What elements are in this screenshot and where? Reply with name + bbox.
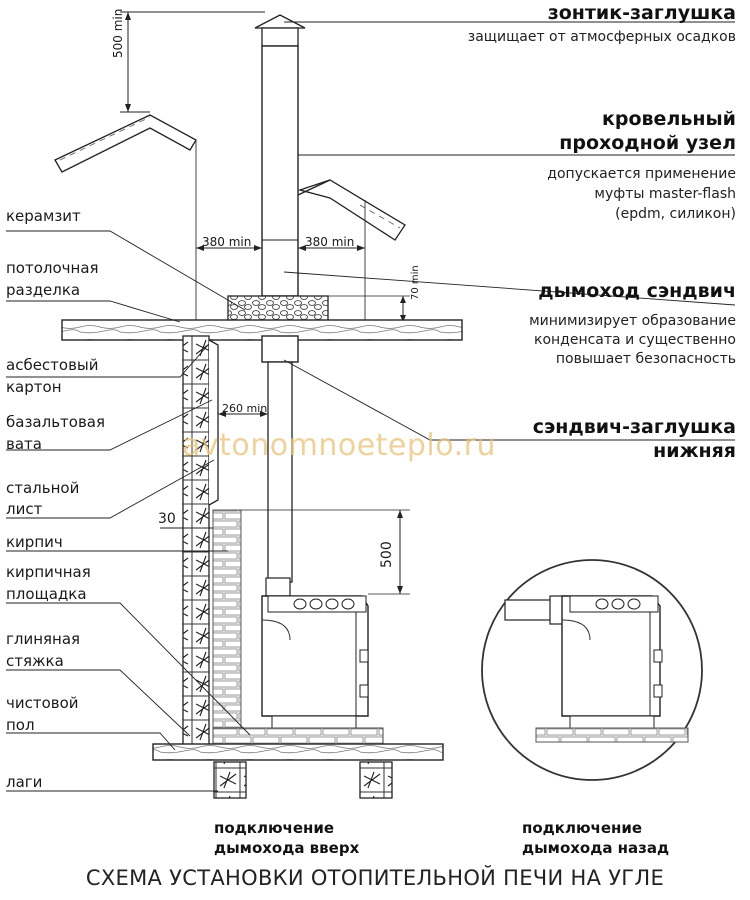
- dim-380-min-left: [196, 245, 262, 251]
- label-brick-platform-1: кирпичная: [6, 563, 91, 581]
- label-asbestos-1: асбестовый: [6, 356, 99, 374]
- right-leader-lines: [283, 21, 736, 441]
- header-roof-node-2: проходной узел: [559, 132, 736, 154]
- caption-back-2: дымохода назад: [522, 839, 670, 857]
- label-finish-floor-1: чистовой: [6, 694, 79, 712]
- roof-right: [297, 179, 406, 241]
- label-asbestos-2: картон: [6, 378, 62, 396]
- caption-up-2: дымохода вверх: [214, 839, 360, 857]
- diagram-title: СХЕМА УСТАНОВКИ ОТОПИТЕЛЬНОЙ ПЕЧИ НА УГЛ…: [85, 866, 665, 890]
- brick-platform: [212, 727, 384, 745]
- label-clay-screed-2: стяжка: [6, 652, 64, 670]
- label-clay-screed-1: глиняная: [6, 630, 81, 648]
- label-ceiling-separation-2: разделка: [6, 281, 81, 299]
- desc-roof-node-1: допускается применение: [547, 166, 736, 182]
- desc-sandwich-1: минимизирует образование: [529, 313, 736, 329]
- label-steel-1: стальной: [6, 479, 80, 497]
- desc-roof-node-2: муфты master-flash: [594, 186, 736, 202]
- header-cap: зонтик-заглушка: [547, 2, 736, 24]
- label-finish-floor-2: пол: [6, 716, 35, 734]
- roof-flashing: [297, 179, 331, 196]
- chimney-cap: [254, 14, 306, 47]
- joist-right: [359, 761, 393, 799]
- brick-screen: [212, 509, 242, 731]
- stove-rear-connection: [504, 595, 689, 743]
- dim-380-left-label: 380 min: [202, 235, 252, 249]
- finish-floor: [152, 743, 444, 761]
- dim-500-min-label: 500 min: [111, 8, 125, 58]
- dim-500-label: 500: [379, 541, 395, 568]
- desc-roof-node-3: (epdm, силикон): [615, 206, 736, 222]
- label-brick-platform-2: площадка: [6, 585, 87, 603]
- header-sandwich-plug-2: нижняя: [653, 440, 736, 462]
- dim-500: [241, 509, 410, 595]
- stove-main: [261, 577, 369, 729]
- roof-left: [54, 114, 197, 173]
- desc-sandwich-2: конденсата и существенно: [533, 332, 736, 348]
- desc-cap: защищает от атмосферных осадков: [467, 29, 736, 45]
- sandwich-plug: [261, 335, 299, 363]
- caption-up-1: подключение: [214, 819, 335, 837]
- label-brick: кирпич: [6, 533, 63, 551]
- watermark-text: avtonomnoeteplo.ru: [182, 428, 496, 463]
- chimney-lower-pipe: [267, 361, 293, 583]
- header-sandwich-chimney: дымоход сэндвич: [538, 280, 736, 302]
- dim-260-min-label: 260 min: [222, 402, 268, 415]
- label-joists: лаги: [6, 773, 43, 791]
- header-sandwich-plug-1: сэндвич-заглушка: [532, 416, 736, 438]
- dim-260-min: [218, 411, 268, 417]
- dim-70-min-label: 70 min: [410, 265, 421, 300]
- dim-30-label: 30: [158, 511, 176, 527]
- caption-back-1: подключение: [522, 819, 643, 837]
- wall: [182, 335, 210, 747]
- dim-500-min-top: [120, 11, 265, 113]
- dim-380-min-right: [298, 245, 365, 251]
- label-steel-2: лист: [6, 500, 43, 518]
- steel-sheet: [208, 339, 219, 506]
- desc-sandwich-3: повышает безопасность: [555, 351, 736, 367]
- left-leader-lines: [6, 230, 251, 792]
- header-roof-node-1: кровельный: [601, 108, 736, 130]
- chimney-upper-pipe: [261, 45, 299, 297]
- dim-70-min: [328, 295, 410, 322]
- dim-380-right-label: 380 min: [305, 235, 355, 249]
- label-ceiling-separation-1: потолочная: [6, 259, 99, 277]
- label-basalt-1: базальтовая: [6, 413, 106, 431]
- joist-left: [213, 761, 247, 799]
- label-basalt-2: вата: [6, 435, 42, 453]
- label-expanded-clay: керамзит: [6, 207, 81, 225]
